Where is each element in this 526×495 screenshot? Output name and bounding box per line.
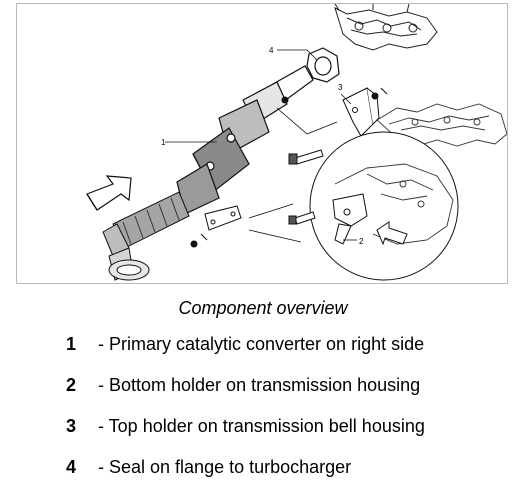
legend-number: 2: [66, 375, 77, 395]
legend-text: - Seal on flange to turbocharger: [98, 457, 352, 477]
callout-1: 1: [161, 138, 166, 147]
legend-number: 4: [66, 457, 77, 477]
top-holder: [281, 87, 388, 137]
leader-lines: [165, 49, 352, 243]
legend-text: - Bottom holder on transmission housing: [98, 375, 421, 395]
turbo-flange-seal: [306, 47, 340, 83]
legend-number: 3: [66, 416, 77, 436]
legend-item-4: 4 - Seal on flange to turbocharger: [66, 457, 351, 478]
legend-item-3: 3 - Top holder on transmission bell housi…: [66, 416, 425, 437]
flex-pipe: [102, 191, 190, 281]
legend-text: - Primary catalytic converter on right s…: [98, 334, 425, 354]
legend-item-1: 1 - Primary catalytic converter on right …: [66, 334, 424, 355]
turbocharger-housing: [334, 4, 438, 51]
catalytic-converter: [176, 65, 314, 215]
direction-arrow: [86, 175, 132, 211]
bottom-holder-small: [190, 205, 242, 248]
callout-3: 3: [338, 83, 343, 92]
component-illustration: 4 3 1 2: [16, 3, 508, 284]
legend-item-2: 2 - Bottom holder on transmission housing: [66, 375, 420, 396]
legend-text: - Top holder on transmission bell housin…: [98, 416, 425, 436]
callout-2: 2: [359, 237, 364, 246]
figure-caption: Component overview: [178, 298, 348, 318]
exhaust-diagram: 4 3 1 2: [86, 4, 507, 281]
legend-number: 1: [66, 334, 77, 354]
bolt: [288, 149, 324, 165]
detail-view: [288, 131, 459, 281]
callout-4: 4: [269, 46, 274, 55]
